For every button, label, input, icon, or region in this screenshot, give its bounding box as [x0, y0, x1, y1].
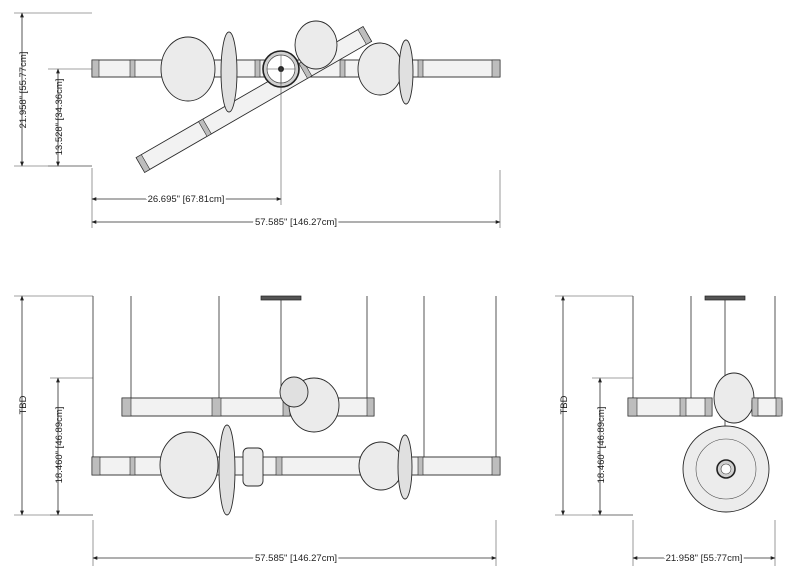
side-large-disc	[682, 425, 770, 513]
plan-dimension-inner-height: 13.528" [34.36cm]	[48, 68, 92, 167]
plan-view: 21.958" [55.77cm] 13.528" [34.36cm] 26.6…	[14, 12, 501, 230]
plan-globe-top	[294, 20, 338, 70]
plan-globe-left	[160, 36, 216, 102]
front-lower-cylinder	[242, 447, 264, 487]
side-suspension-cables	[632, 296, 776, 452]
plan-dimension-offset-width: 26.695" [67.81cm]	[91, 69, 282, 228]
plan-dimension-overall-height: 21.958" [55.77cm]	[14, 12, 92, 167]
plan-overall-height-label: 21.958" [55.77cm]	[18, 52, 29, 129]
plan-overall-width-label: 57.585" [146.27cm]	[255, 217, 337, 228]
plan-inner-height-label: 13.528" [34.36cm]	[54, 79, 65, 156]
front-suspension-cables	[92, 296, 497, 457]
side-height-label: TBD	[559, 395, 570, 414]
side-width-label: 21.958" [55.77cm]	[666, 553, 743, 564]
front-elevation: TBD 18.460" [46.89cm] 57.585" [146.27cm]	[14, 295, 501, 566]
front-lower-disc-right	[397, 434, 413, 500]
plan-offset-width-label: 26.695" [67.81cm]	[148, 194, 225, 205]
front-dimension-width: 57.585" [146.27cm]	[92, 520, 497, 566]
side-left-bar	[627, 397, 713, 417]
front-lower-globe-right	[358, 441, 404, 491]
side-dimension-width: 21.958" [55.77cm]	[632, 520, 776, 566]
plan-disc-left	[220, 31, 238, 113]
front-lower-disc-left	[218, 424, 236, 516]
side-elevation: TBD 18.460" [46.89cm] 21.958" [55.77cm]	[555, 295, 783, 566]
front-canopy	[260, 295, 302, 301]
side-globe	[713, 372, 755, 424]
side-dimension-body-height: 18.460" [46.89cm]	[592, 377, 633, 516]
front-body-height-label: 18.460" [46.89cm]	[54, 407, 65, 484]
front-upper-disc	[279, 376, 309, 408]
plan-dimension-overall-width: 57.585" [146.27cm]	[91, 170, 501, 230]
side-body-height-label: 18.460" [46.89cm]	[596, 407, 607, 484]
front-width-label: 57.585" [146.27cm]	[255, 553, 337, 564]
front-lower-bar	[91, 456, 501, 476]
side-right-bar	[751, 397, 783, 417]
front-height-label: TBD	[18, 395, 29, 414]
side-dimension-height: TBD	[555, 295, 633, 516]
plan-disc-right	[398, 39, 414, 105]
plan-globe-right	[357, 42, 403, 96]
front-dimension-body-height: 18.460" [46.89cm]	[50, 377, 93, 516]
front-lower-globe-left	[159, 431, 219, 499]
side-canopy	[704, 295, 746, 301]
